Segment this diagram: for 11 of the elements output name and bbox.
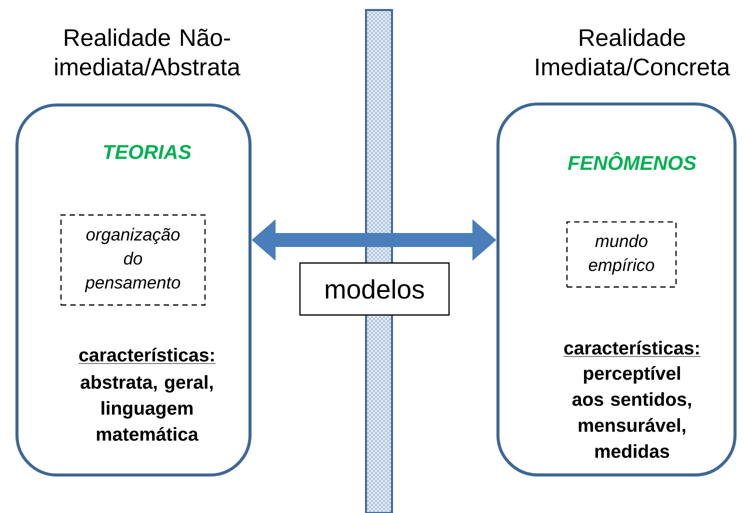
dashed-box: organização do pensamento <box>60 214 206 306</box>
label-box: modelos <box>299 262 450 316</box>
subheading: características: <box>78 348 216 364</box>
title: TEORIAS <box>104 144 192 160</box>
description: perceptível aos sentidos, mensurável, medidas <box>572 366 691 458</box>
heading: Realidade Imediata/Concreta <box>536 28 730 76</box>
description: abstrata, geral, linguagem matemática <box>80 375 213 441</box>
heading: Realidade Não-imediata/Abstrata <box>55 28 240 76</box>
title: FENÔMENOS <box>568 152 696 170</box>
subheading: características: <box>563 340 701 357</box>
dashed-box: mundo empírico <box>566 221 677 288</box>
